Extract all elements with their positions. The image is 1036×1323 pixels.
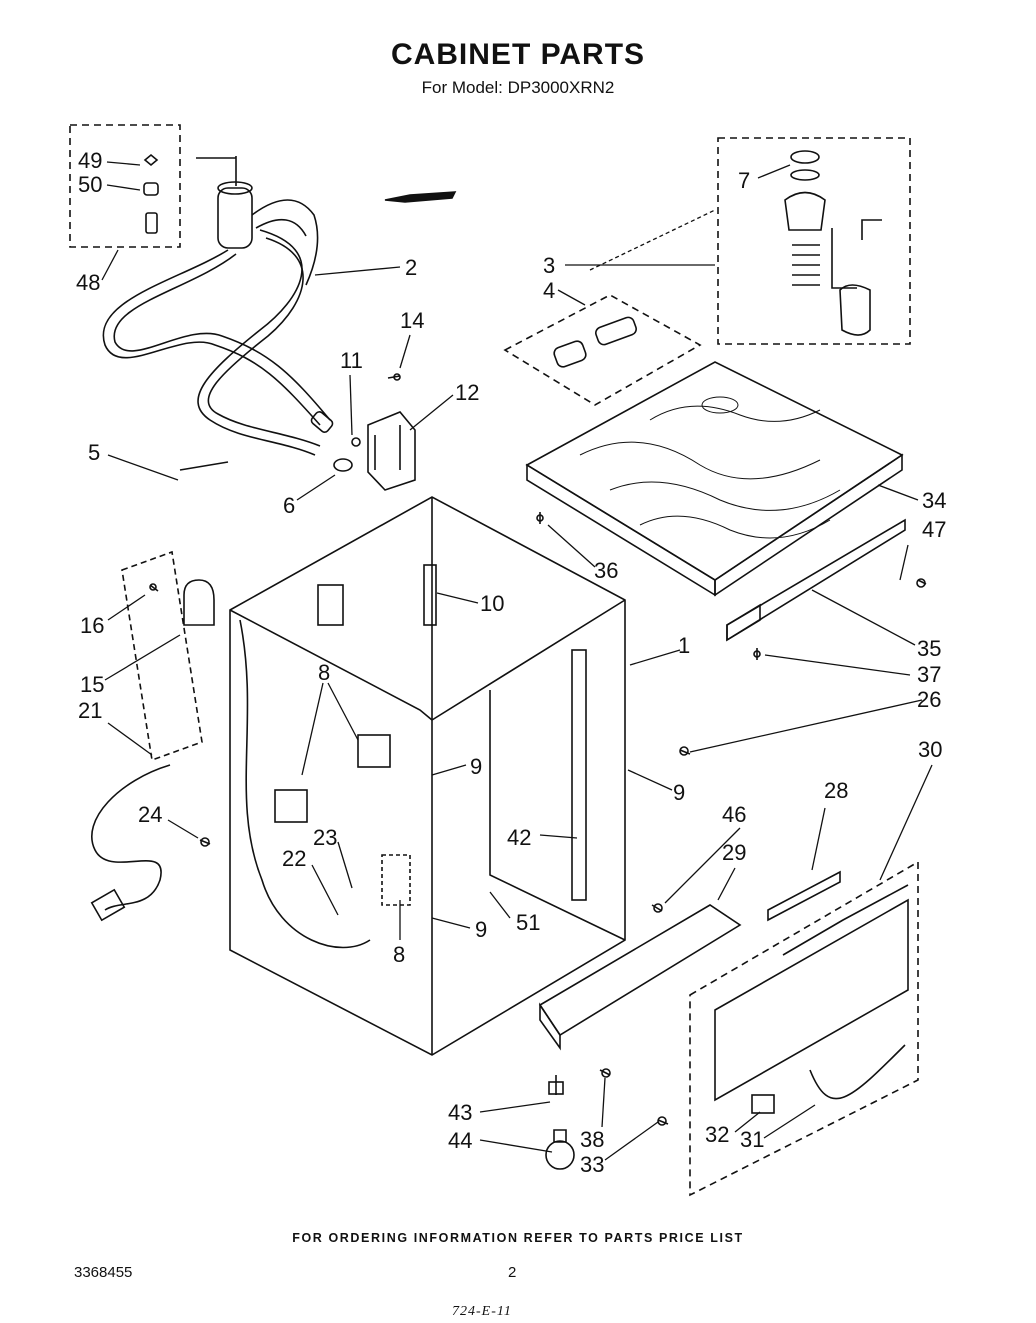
- callout-9a: 9: [470, 754, 482, 779]
- door-panel-icon: [714, 884, 909, 1114]
- callout-10: 10: [480, 591, 504, 616]
- callout-31: 31: [740, 1127, 764, 1152]
- callout-50: 50: [78, 172, 102, 197]
- callout-8b: 8: [393, 942, 405, 967]
- callout-46: 46: [722, 802, 746, 827]
- callout-22: 22: [282, 846, 306, 871]
- handwritten-note: 724-E-11: [452, 1304, 512, 1319]
- callout-48: 48: [76, 270, 100, 295]
- callout-35: 35: [917, 636, 941, 661]
- callout-37: 37: [917, 662, 941, 687]
- callout-42: 42: [507, 825, 531, 850]
- faucet-adapter-icon: [784, 150, 882, 336]
- callout-9b: 9: [673, 780, 685, 805]
- direction-arrow-icon: [384, 191, 457, 203]
- callout-30: 30: [918, 737, 942, 762]
- nozzle-parts-icon: [143, 153, 159, 234]
- model-subtitle: For Model: DP3000XRN2: [421, 78, 615, 97]
- inset-box-left: [69, 124, 181, 248]
- callout-29: 29: [722, 840, 746, 865]
- callout-44: 44: [448, 1128, 472, 1153]
- callout-24: 24: [138, 802, 162, 827]
- callout-36: 36: [594, 558, 618, 583]
- page-title: CABINET PARTS: [390, 38, 646, 71]
- callout-3: 3: [543, 253, 555, 278]
- page-number: 2: [508, 1264, 517, 1281]
- callout-16: 16: [80, 613, 104, 638]
- inset-box-right: [717, 137, 911, 345]
- callout-33: 33: [580, 1152, 604, 1177]
- callout-32: 32: [705, 1122, 729, 1147]
- callout-15: 15: [80, 672, 104, 697]
- callout-9c: 9: [475, 917, 487, 942]
- callout-21: 21: [78, 698, 102, 723]
- callout-12: 12: [455, 380, 479, 405]
- callout-49: 49: [78, 148, 102, 173]
- document-part-number: 3368455: [74, 1264, 133, 1281]
- callout-51: 51: [516, 910, 540, 935]
- callout-4: 4: [543, 278, 555, 303]
- power-cord-icon: [90, 764, 171, 922]
- base-rail-icon: [538, 904, 742, 1051]
- coupler-parts-icon: [553, 316, 637, 368]
- callout-34: 34: [922, 488, 946, 513]
- door-panel-box: [689, 860, 919, 1197]
- callout-23: 23: [313, 825, 337, 850]
- callout-6: 6: [283, 493, 295, 518]
- callout-43: 43: [448, 1100, 472, 1125]
- part4-box: [503, 294, 702, 406]
- cabinet-body-icon: [229, 496, 626, 1056]
- callout-47: 47: [922, 517, 946, 542]
- hose-assembly-icon: [102, 229, 334, 456]
- callout-28: 28: [824, 778, 848, 803]
- bracket-icon: [367, 411, 416, 491]
- screw-icons: [149, 373, 927, 1126]
- wood-top-icon: [525, 361, 904, 597]
- callout-26: 26: [917, 687, 941, 712]
- callout-38: 38: [580, 1127, 604, 1152]
- leader-lines: [101, 161, 933, 1161]
- water-valve-icon: [196, 156, 319, 286]
- callout-11: 11: [340, 348, 363, 373]
- callout-5: 5: [88, 440, 100, 465]
- callout-2: 2: [405, 255, 417, 280]
- strip-28-icon: [767, 870, 841, 922]
- ordering-note: FOR ORDERING INFORMATION REFER TO PARTS …: [292, 1231, 744, 1245]
- caster-icon: [545, 1075, 575, 1170]
- trim-strip-icon: [726, 518, 906, 642]
- callout-8: 8: [318, 660, 330, 685]
- junction-box-icon: [121, 550, 215, 762]
- callout-1: 1: [678, 633, 690, 658]
- callout-7: 7: [738, 168, 750, 193]
- callout-14: 14: [400, 308, 424, 333]
